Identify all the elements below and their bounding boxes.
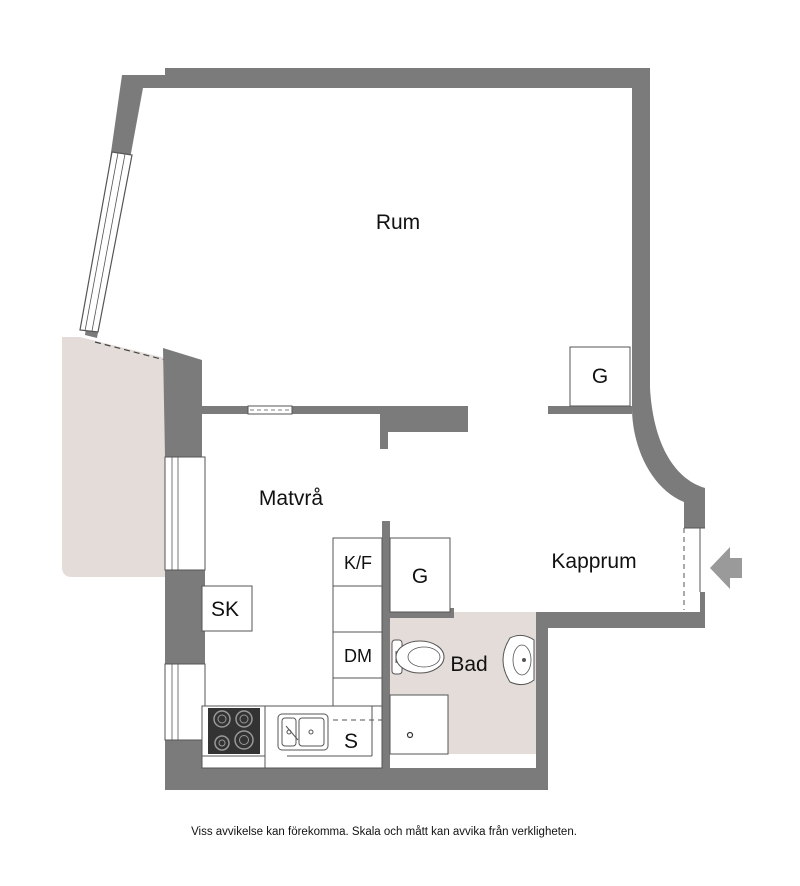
broom-cabinet <box>201 585 253 632</box>
room-label-kapprum: Kapprum <box>551 550 636 573</box>
cabinet-1 <box>332 585 383 633</box>
wall-rum-exterior <box>85 68 650 388</box>
wall-interior-3 <box>380 414 388 449</box>
wall-interior-1 <box>202 406 248 414</box>
kitchen-sink-icon <box>277 713 329 751</box>
cabinet-2 <box>332 677 383 707</box>
balcony-door-line <box>94 341 166 361</box>
wall-right-lower <box>700 592 705 626</box>
fixture-label-g-rum: G <box>592 365 608 388</box>
room-label-matvra: Matvrå <box>259 487 324 510</box>
fridge-freezer <box>332 537 383 587</box>
drain-icon <box>406 731 414 739</box>
wall-interior-2 <box>292 406 468 414</box>
entrance-door <box>683 527 705 610</box>
fixture-label-dm: DM <box>344 646 372 666</box>
wall-left-2 <box>165 570 205 664</box>
balcony <box>62 337 165 577</box>
fixture-label-g-kitchen: G <box>412 565 428 588</box>
fixture-label-sk: SK <box>211 598 239 621</box>
fixture-label-s: S <box>344 730 358 753</box>
dishwasher <box>332 631 383 679</box>
window-icon <box>164 456 206 571</box>
wall-interior-6 <box>382 521 390 770</box>
wall-bottom <box>165 768 548 790</box>
room-label-rum: Rum <box>376 211 420 234</box>
disclaimer: Viss avvikelse kan förekomma. Skala och … <box>191 826 577 838</box>
wall-interior-8 <box>448 608 454 618</box>
wall-curved <box>632 388 705 528</box>
window-icon <box>79 151 133 333</box>
wall-left-3 <box>165 740 205 770</box>
sink-icon <box>502 634 535 686</box>
room-label-bad: Bad <box>450 653 487 676</box>
entrance-arrow-icon <box>710 547 742 589</box>
wall-left-matvra <box>163 348 202 457</box>
wall-kapprum-bottom <box>536 612 705 790</box>
wardrobe-kitchen <box>389 537 451 613</box>
wardrobe-rum <box>569 346 631 407</box>
window-icon <box>247 405 293 415</box>
fixture-label-kf: K/F <box>344 553 372 573</box>
shower <box>389 694 449 755</box>
window-icon <box>164 663 206 741</box>
wall-interior-7 <box>390 612 450 618</box>
stove-icon <box>208 708 260 754</box>
wall-interior-5 <box>548 406 632 414</box>
wall-interior-4 <box>388 414 468 432</box>
toilet-icon <box>391 639 445 675</box>
